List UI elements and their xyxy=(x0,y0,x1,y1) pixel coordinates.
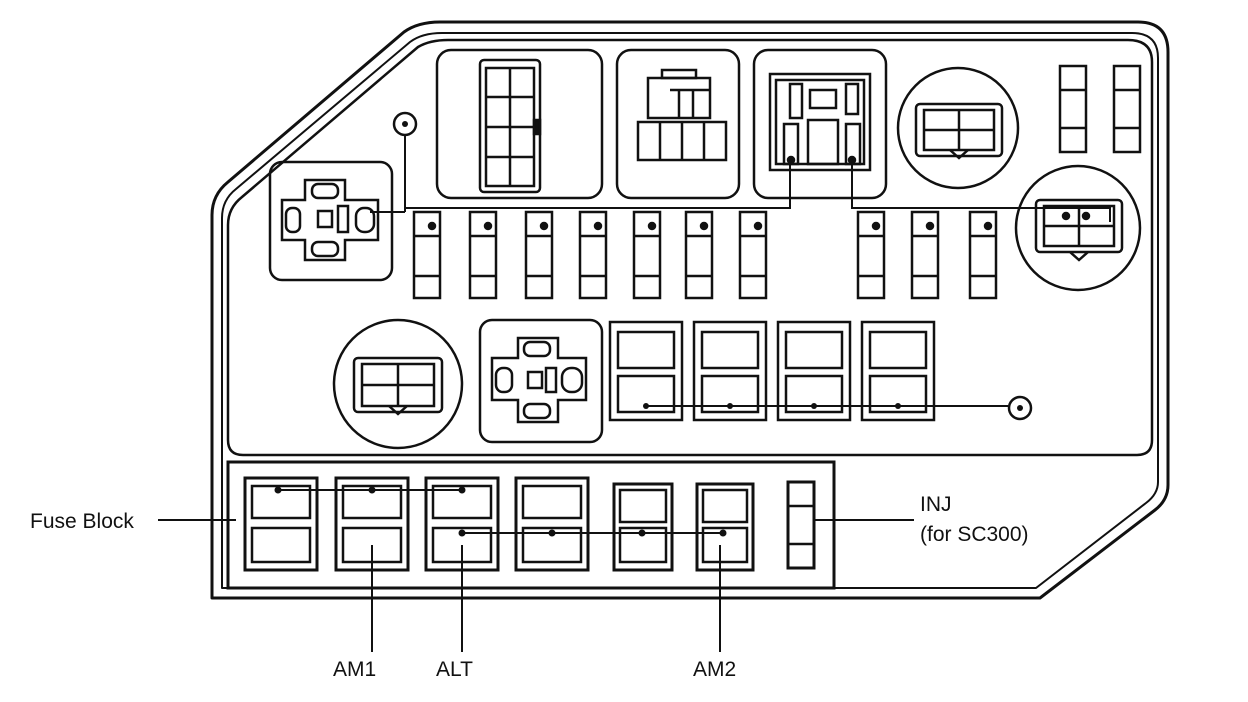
relay-cross-lower xyxy=(478,318,604,444)
housing-outer-outline xyxy=(210,20,1170,600)
housing-inner-outline xyxy=(221,32,1159,589)
fuse-block xyxy=(226,460,836,590)
mini-fuse-row xyxy=(412,210,998,300)
top-connector-2 xyxy=(615,48,741,200)
top-right-fuses xyxy=(1058,64,1142,154)
relay-panel-outline xyxy=(226,38,1154,457)
fuse-block-label: Fuse Block xyxy=(30,510,134,533)
top-connector-1 xyxy=(435,48,604,200)
inj-fuse-label: INJ xyxy=(920,493,952,516)
alt-fuse-label: ALT xyxy=(436,658,473,681)
round-connector-right xyxy=(1014,164,1142,292)
top-relay-square xyxy=(752,48,888,200)
fuse-bus-line-right xyxy=(851,160,1111,222)
am2-fuse-label: AM2 xyxy=(693,658,737,681)
fuse-bus-line-left xyxy=(404,160,791,212)
round-connector-lower-left xyxy=(332,318,464,450)
lower-relay-row xyxy=(608,320,936,422)
am1-fuse-label: AM1 xyxy=(333,658,377,681)
inj-fuse-note: (for SC300) xyxy=(920,523,1029,546)
relay-cross-left xyxy=(268,160,394,282)
terminal-bolt-lower xyxy=(1007,395,1033,421)
top-round-connector xyxy=(896,66,1020,190)
